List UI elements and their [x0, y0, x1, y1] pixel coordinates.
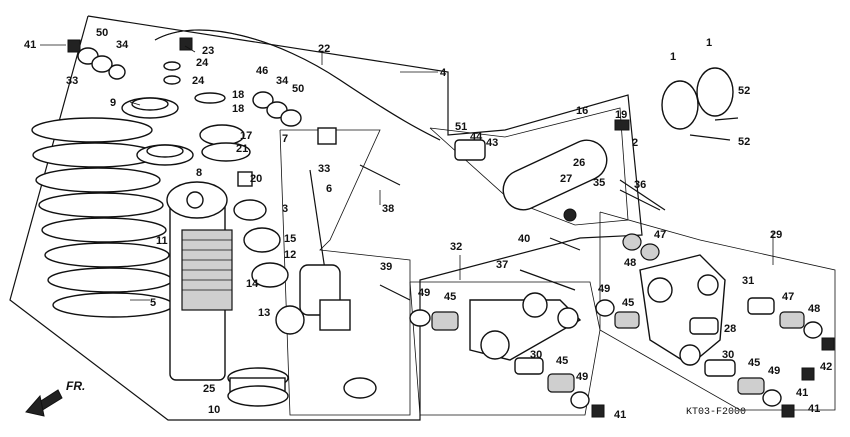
- callout-label-29: 29: [770, 229, 782, 241]
- callout-label-5: 5: [150, 297, 156, 309]
- shock-group-boundary: [9, 15, 643, 421]
- callout-label-47: 47: [782, 291, 794, 303]
- callout-label-33: 33: [66, 75, 78, 87]
- callout-label-31: 31: [742, 275, 754, 287]
- callout-label-10: 10: [208, 404, 220, 416]
- callout-label-4: 4: [440, 67, 447, 79]
- callout-label-22: 22: [318, 43, 330, 55]
- cushion-arm: [379, 269, 582, 361]
- coil-spring: [31, 117, 174, 318]
- callout-label-51: 51: [455, 121, 467, 133]
- callout-label-8: 8: [196, 167, 202, 179]
- spring-adjuster-nuts: [121, 97, 194, 166]
- callout-label-34: 34: [116, 39, 129, 51]
- callout-label-50: 50: [292, 83, 304, 95]
- callout-label-49: 49: [418, 287, 430, 299]
- callout-label-24: 24: [196, 57, 209, 69]
- top-mount-hardware: [67, 37, 193, 85]
- callout-label-28: 28: [724, 323, 736, 335]
- callout-label-41: 41: [808, 403, 820, 415]
- callout-label-49: 49: [768, 365, 780, 377]
- callout-label-49: 49: [576, 371, 588, 383]
- diagram-code: KT03-F2000: [686, 407, 746, 418]
- callout-label-41: 41: [796, 387, 808, 399]
- callout-label-45: 45: [748, 357, 760, 369]
- callout-label-42: 42: [820, 361, 832, 373]
- shock-absorber-body: [166, 181, 233, 381]
- callout-label-2: 2: [632, 137, 638, 149]
- callout-label-9: 9: [110, 97, 116, 109]
- cushion-arm-bearings: [409, 309, 605, 418]
- callout-label-43: 43: [486, 137, 498, 149]
- callout-label-17: 17: [240, 130, 252, 142]
- callout-label-13: 13: [258, 307, 270, 319]
- callout-label-46: 46: [256, 65, 268, 77]
- callout-label-24: 24: [192, 75, 205, 87]
- callout-label-1: 1: [670, 51, 676, 63]
- leader-lines: [40, 44, 774, 301]
- callout-label-39: 39: [380, 261, 392, 273]
- callout-label-34: 34: [276, 75, 289, 87]
- callout-label-23: 23: [202, 45, 214, 57]
- callout-label-45: 45: [622, 297, 634, 309]
- callout-label-48: 48: [624, 257, 636, 269]
- callout-label-1: 1: [706, 37, 712, 49]
- callout-label-16: 16: [576, 105, 588, 117]
- callout-label-25: 25: [203, 383, 215, 395]
- callout-label-20: 20: [250, 173, 262, 185]
- callout-label-30: 30: [722, 349, 734, 361]
- callout-label-41: 41: [614, 409, 626, 421]
- callout-label-18: 18: [232, 89, 244, 101]
- callout-label-19: 19: [615, 109, 627, 121]
- connecting-rod-boundary: [599, 211, 836, 411]
- callout-label-14: 14: [246, 278, 259, 290]
- callout-label-50: 50: [96, 27, 108, 39]
- lower-spring-seat: [227, 367, 289, 407]
- callout-label-37: 37: [496, 259, 508, 271]
- callout-label-47: 47: [654, 229, 666, 241]
- callout-label-38: 38: [382, 203, 394, 215]
- front-direction-arrow: [25, 389, 63, 417]
- callout-label-52: 52: [738, 85, 750, 97]
- callout-label-7: 7: [282, 133, 288, 145]
- callout-label-30: 30: [530, 349, 542, 361]
- connecting-rod: [595, 189, 835, 418]
- damper-rod-assembly: [233, 169, 377, 399]
- callout-label-3: 3: [282, 203, 288, 215]
- callout-label-15: 15: [284, 233, 296, 245]
- cushion-arm-boundary: [409, 281, 601, 416]
- callout-label-6: 6: [326, 183, 332, 195]
- callout-label-27: 27: [560, 173, 572, 185]
- shock-body-boundary: [279, 129, 411, 416]
- callout-label-36: 36: [634, 179, 646, 191]
- callout-label-32: 32: [450, 241, 462, 253]
- callout-label-41: 41: [24, 39, 36, 51]
- reservoir-clamps: [661, 67, 739, 141]
- middle-hardware: [194, 91, 401, 186]
- callout-label-40: 40: [518, 233, 530, 245]
- callout-label-11: 11: [156, 235, 168, 247]
- callout-label-21: 21: [236, 143, 248, 155]
- callout-label-44: 44: [470, 131, 483, 143]
- callout-label-48: 48: [808, 303, 820, 315]
- bolt-40: [549, 237, 581, 251]
- reservoir: [454, 119, 666, 222]
- front-direction-label: FR.: [66, 379, 85, 393]
- callout-label-35: 35: [593, 177, 605, 189]
- callout-label-12: 12: [284, 249, 296, 261]
- callout-label-26: 26: [573, 157, 585, 169]
- callout-label-52: 52: [738, 136, 750, 148]
- callout-label-45: 45: [444, 291, 456, 303]
- callout-label-45: 45: [556, 355, 568, 367]
- callout-label-33: 33: [318, 163, 330, 175]
- callout-label-18: 18: [232, 103, 244, 115]
- callout-label-49: 49: [598, 283, 610, 295]
